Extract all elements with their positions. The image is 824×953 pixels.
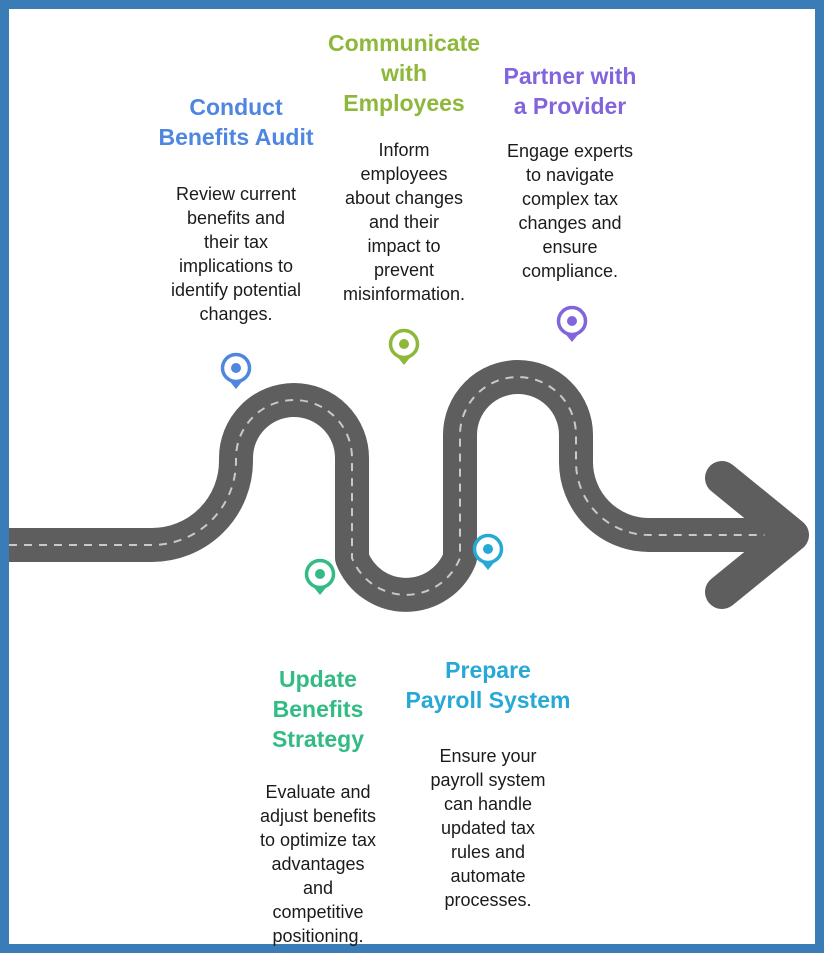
step-update-benefits-strategy: Update Benefits Strategy Evaluate and ad…	[232, 664, 404, 948]
step-title: Communicate with Employees	[327, 30, 481, 116]
step-title: Update Benefits Strategy	[271, 666, 365, 752]
step-description: Ensure your payroll system can handle up…	[430, 746, 546, 910]
map-pin-icon	[304, 558, 336, 595]
step-communicate-with-employees: Communicate with Employees Inform employ…	[318, 28, 490, 306]
map-pin-icon	[220, 352, 252, 389]
step-title: Partner with a Provider	[503, 63, 637, 119]
road-centerline	[9, 376, 770, 596]
step-description: Inform employees about changes and their…	[342, 140, 466, 304]
step-description: Review current benefits and their tax im…	[170, 184, 302, 324]
road-path	[9, 360, 770, 612]
step-description: Evaluate and adjust benefits to optimize…	[259, 782, 377, 946]
step-description: Engage experts to navigate complex tax c…	[506, 141, 634, 281]
step-prepare-payroll-system: Prepare Payroll System Ensure your payro…	[398, 655, 578, 912]
map-pin-icon	[556, 305, 588, 342]
step-conduct-benefits-audit: Conduct Benefits Audit Review current be…	[150, 92, 322, 326]
step-partner-with-a-provider: Partner with a Provider Engage experts t…	[484, 61, 656, 283]
step-title: Prepare Payroll System	[405, 657, 571, 713]
step-title: Conduct Benefits Audit	[158, 94, 314, 150]
map-pin-icon	[472, 533, 504, 570]
arrow-right-icon	[705, 461, 809, 609]
map-pin-icon	[388, 328, 420, 365]
